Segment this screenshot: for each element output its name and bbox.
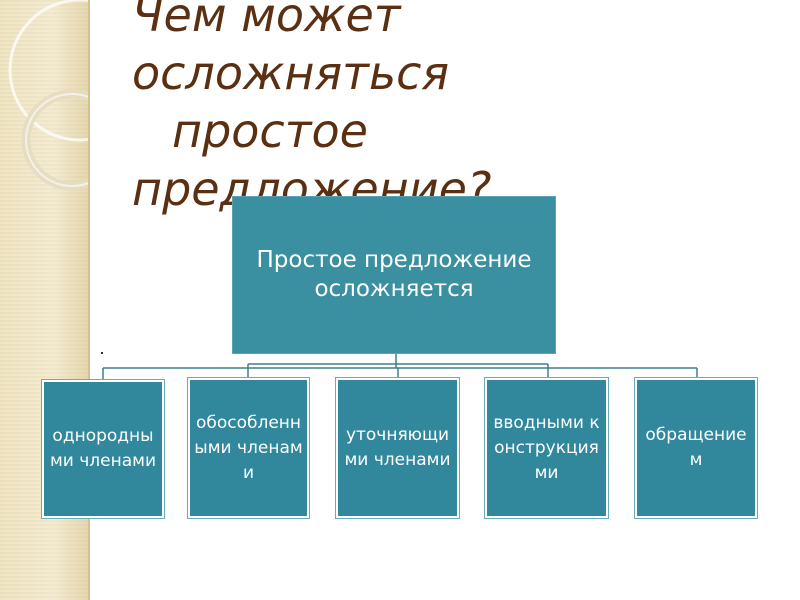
child-node-introductory: вводными конструкциями bbox=[485, 378, 608, 518]
child-node-homogeneous: однородными членами bbox=[42, 380, 164, 518]
child-node-label: обособленными членами bbox=[194, 412, 303, 483]
root-node-label: Простое предложение осложняется bbox=[256, 247, 532, 302]
stray-dot bbox=[101, 352, 103, 354]
title-line-2: осложняться bbox=[132, 46, 450, 100]
root-node: Простое предложение осложняется bbox=[232, 196, 556, 354]
title-line-1: Чем может bbox=[132, 0, 401, 42]
decorative-side-panel bbox=[0, 0, 88, 600]
decorative-circles bbox=[8, 0, 88, 191]
child-node-label: однородными членами bbox=[49, 426, 157, 471]
child-node-isolated: обособленными членами bbox=[188, 378, 309, 518]
title-line-3: простое bbox=[172, 104, 368, 158]
side-panel-border bbox=[88, 0, 90, 600]
child-node-label: обращением bbox=[645, 425, 747, 470]
child-node-clarifying: уточняющими членами bbox=[336, 378, 459, 518]
child-node-label: вводными конструкциями bbox=[493, 412, 600, 483]
child-node-address: обращением bbox=[635, 378, 757, 518]
child-node-label: уточняющими членами bbox=[344, 425, 451, 470]
